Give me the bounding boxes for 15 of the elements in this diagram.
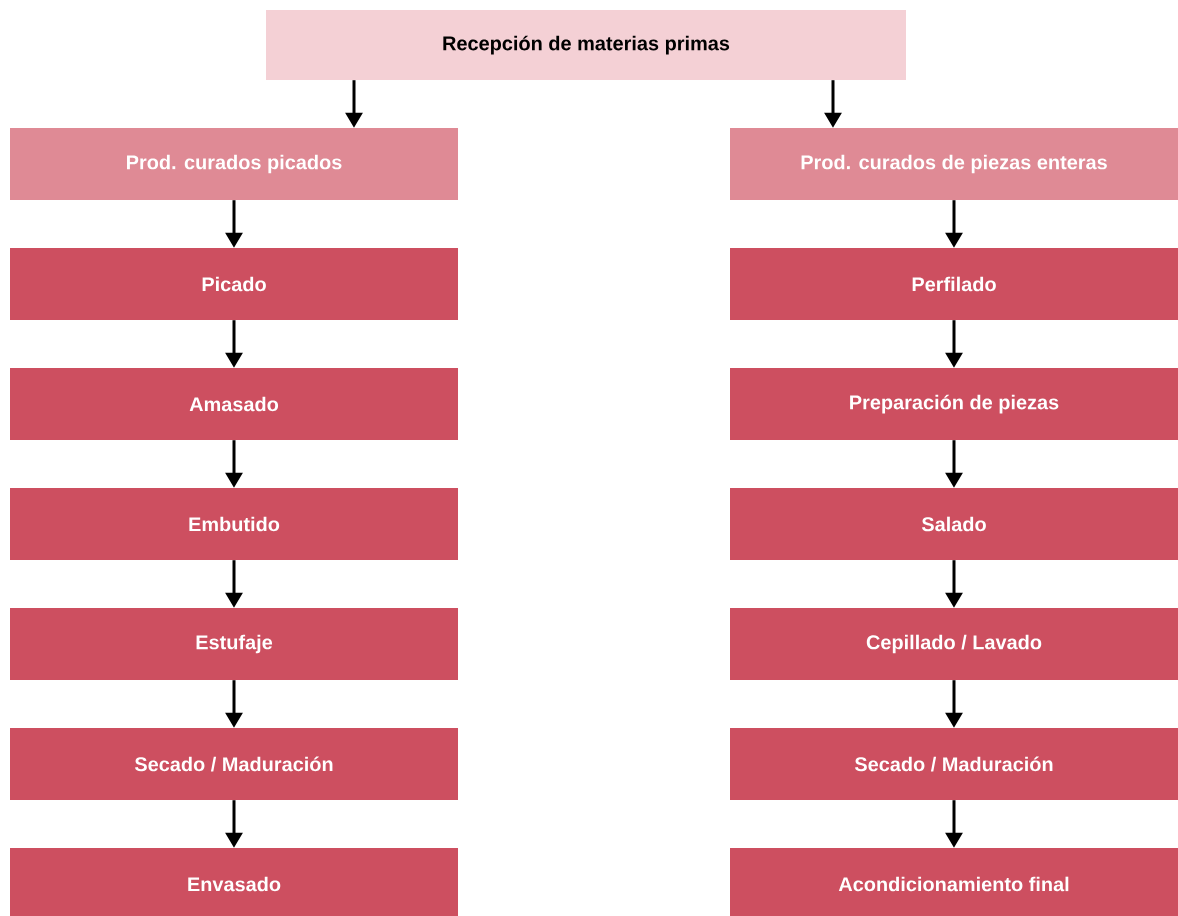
process-box: Amasado (10, 368, 458, 440)
process-box: Acondicionamiento final (730, 848, 1178, 916)
process-box: Prod. curados de piezas enteras (730, 128, 1178, 200)
process-box: Embutido (10, 488, 458, 560)
process-box: Salado (730, 488, 1178, 560)
process-box: Prod. curados picados (10, 128, 458, 200)
process-box: Envasado (10, 848, 458, 916)
process-box: Estufaje (10, 608, 458, 680)
process-box: Cepillado / Lavado (730, 608, 1178, 680)
process-box: Preparación de piezas (730, 368, 1178, 440)
process-box: Picado (10, 248, 458, 320)
start-box: Recepción de materias primas (266, 10, 906, 80)
process-box: Secado / Maduración (10, 728, 458, 800)
process-box: Secado / Maduración (730, 728, 1178, 800)
process-box: Perfilado (730, 248, 1178, 320)
